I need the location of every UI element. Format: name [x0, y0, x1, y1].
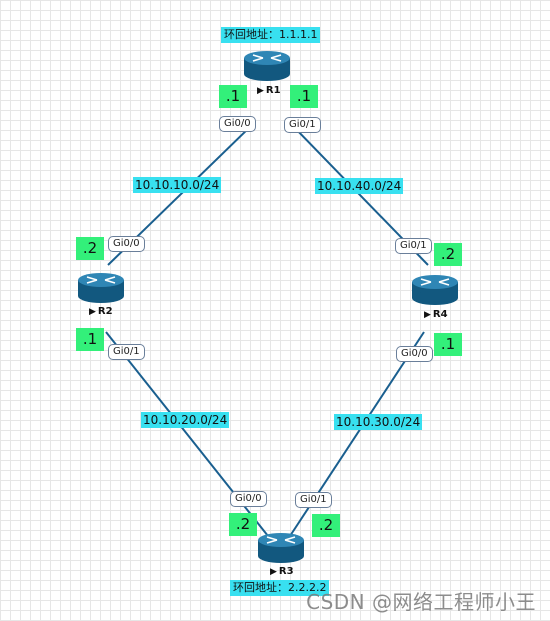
r1-gi00-label: Gi0/0 [219, 116, 256, 132]
r3-loopback-label: 环回地址：2.2.2.2 [230, 580, 330, 596]
r1-name: R1 [265, 85, 281, 96]
router-r2-icon[interactable] [78, 273, 124, 303]
r2-gi00-label: Gi0/0 [108, 236, 145, 252]
network-r2-r3-label: 10.10.20.0/24 [141, 412, 230, 428]
r1-loopback-label: 环回地址：1.1.1.1 [221, 27, 321, 43]
r4-name-label: ▶R4 [424, 309, 448, 320]
r1-name-label: ▶R1 [257, 85, 281, 96]
r2-top-address: .2 [76, 237, 104, 260]
r4-bottom-address: .1 [434, 333, 462, 356]
network-r1-r2-label: 10.10.10.0/24 [133, 177, 222, 193]
network-r4-r3-label: 10.10.30.0/24 [334, 414, 423, 430]
r2-gi01-label: Gi0/1 [108, 344, 145, 360]
r4-gi00-label: Gi0/0 [396, 346, 433, 362]
r3-name-label: ▶R3 [270, 566, 294, 577]
play-icon: ▶ [257, 86, 264, 96]
r3-gi01-label: Gi0/1 [295, 492, 332, 508]
r3-right-address: .2 [312, 514, 340, 537]
play-icon: ▶ [424, 310, 431, 320]
r2-name: R2 [97, 306, 113, 317]
r1-left-address: .1 [219, 85, 247, 108]
r3-gi00-label: Gi0/0 [230, 491, 267, 507]
r1-right-address: .1 [290, 85, 318, 108]
r2-bottom-address: .1 [76, 328, 104, 351]
r1-gi01-label: Gi0/1 [284, 117, 321, 133]
r3-left-address: .2 [229, 513, 257, 536]
watermark: CSDN @网络工程师小王 [306, 590, 536, 614]
r4-name: R4 [432, 309, 448, 320]
r4-top-address: .2 [434, 243, 462, 266]
r4-gi01-label: Gi0/1 [395, 238, 432, 254]
router-r3-icon[interactable] [258, 533, 304, 563]
network-r1-r4-label: 10.10.40.0/24 [315, 178, 404, 194]
r3-name: R3 [278, 566, 294, 577]
play-icon: ▶ [89, 307, 96, 317]
router-r4-icon[interactable] [412, 275, 458, 305]
router-r1-icon[interactable] [244, 51, 290, 81]
play-icon: ▶ [270, 567, 277, 577]
r2-name-label: ▶R2 [89, 306, 113, 317]
